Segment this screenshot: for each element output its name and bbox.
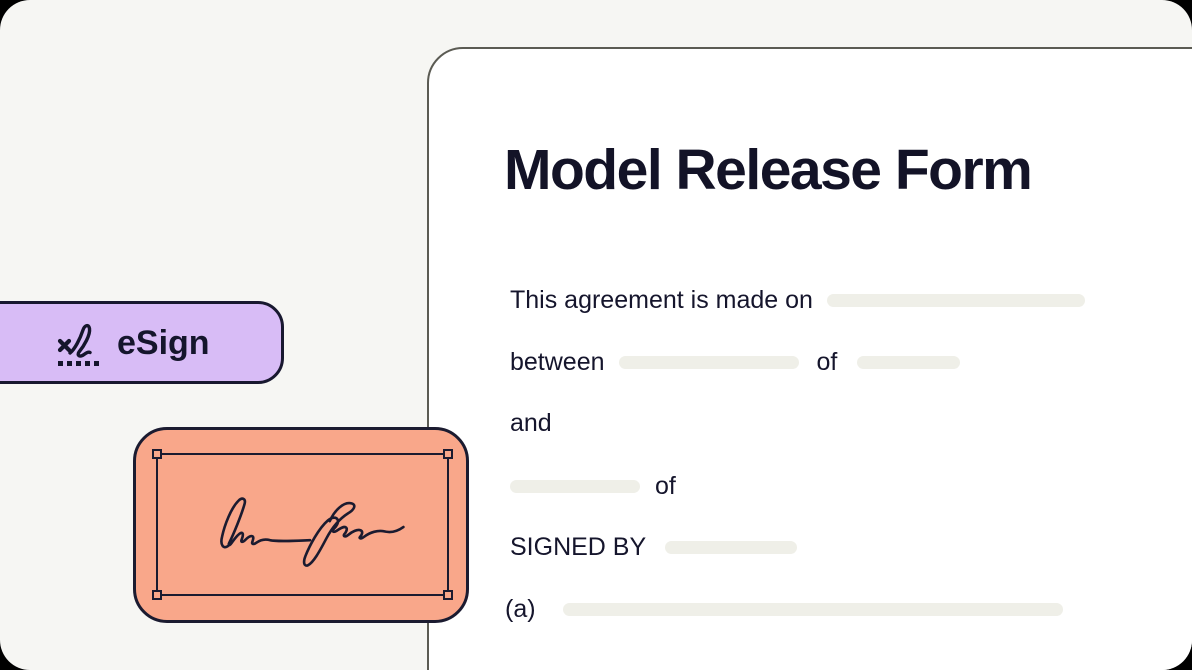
signature-scribble-icon: [53, 322, 111, 373]
date-placeholder: [826, 293, 1085, 307]
clause-a-placeholder: [562, 602, 1063, 616]
esign-badge[interactable]: eSign: [0, 301, 284, 384]
form-line-2-of: of: [816, 347, 838, 376]
signed-by-label: SIGNED BY: [510, 532, 647, 561]
form-line-3-text: and: [510, 408, 552, 437]
resize-handle-top-right[interactable]: [443, 449, 453, 459]
form-line-1: This agreement is made on: [510, 283, 1085, 317]
form-line-3: and: [510, 406, 552, 440]
form-line-6: (a): [505, 592, 1063, 626]
form-line-5: SIGNED BY: [510, 530, 798, 564]
clause-a-label: (a): [505, 594, 536, 623]
signature-stamp[interactable]: [133, 427, 469, 623]
form-line-4-of: of: [655, 471, 676, 500]
signer-name-placeholder: [665, 540, 798, 554]
page-title: Model Release Form: [504, 138, 1033, 202]
form-line-4: of: [510, 469, 676, 503]
form-line-2: between of: [510, 345, 961, 379]
party-address-placeholder: [857, 355, 961, 369]
form-line-2-text: between: [510, 347, 605, 376]
resize-handle-bottom-left[interactable]: [152, 590, 162, 600]
handwritten-signature: [186, 483, 421, 580]
party-name-placeholder: [618, 355, 799, 369]
form-line-1-text: This agreement is made on: [510, 285, 813, 314]
document-card: Model Release Form This agreement is mad…: [427, 47, 1192, 670]
signature-selection-box[interactable]: [152, 449, 453, 600]
second-party-placeholder: [510, 479, 640, 493]
resize-handle-top-left[interactable]: [152, 449, 162, 459]
resize-handle-bottom-right[interactable]: [443, 590, 453, 600]
esign-badge-label: eSign: [117, 324, 210, 362]
